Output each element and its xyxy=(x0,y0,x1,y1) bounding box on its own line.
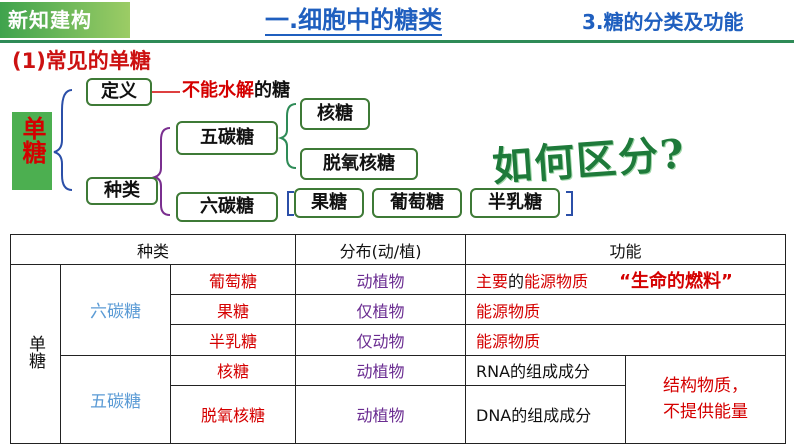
page-title: 一.细胞中的糖类 xyxy=(265,6,443,36)
table-row-name: 葡萄糖 xyxy=(169,264,297,296)
table-row-name: 半乳糖 xyxy=(169,324,297,356)
deoxyribose-box: 脱氧核糖 xyxy=(300,148,418,180)
header-divider xyxy=(0,40,794,43)
definition-red: 不能水解 xyxy=(182,80,254,101)
shared-function-line: 结构物质， xyxy=(663,376,749,397)
table-row-distribution: 动植物 xyxy=(295,354,467,386)
section-tag: 新知建构 xyxy=(0,2,130,38)
table-row-distribution: 仅植物 xyxy=(295,294,467,326)
table-row-name: 脱氧核糖 xyxy=(169,384,297,445)
hexose-cell: 六碳糖 xyxy=(60,264,171,356)
monosaccharide-label: 单糖 xyxy=(12,112,52,190)
kinds-box: 种类 xyxy=(86,177,158,205)
table-row-name: 果糖 xyxy=(169,294,297,326)
fructose-box: 果糖 xyxy=(294,188,364,218)
page-subtitle: 3.糖的分类及功能 xyxy=(582,10,744,34)
definition-box: 定义 xyxy=(86,78,152,106)
table-row-distribution: 动植物 xyxy=(295,264,467,296)
definition-text: 不能水解的糖 xyxy=(182,79,290,103)
function-energy: 能源物质 xyxy=(524,271,589,291)
glucose-box: 葡萄糖 xyxy=(372,188,462,218)
shared-function-line: 不提供能量 xyxy=(663,402,749,423)
group-cell: 单糖 xyxy=(10,264,61,444)
table-row-function: 能源物质 xyxy=(465,294,787,326)
ribose-box: 核糖 xyxy=(300,98,370,130)
table-row-distribution: 仅动物 xyxy=(295,324,467,356)
header-distribution: 分布(动/植) xyxy=(295,233,467,266)
function-main: 主要 xyxy=(476,271,509,291)
header-kind: 种类 xyxy=(9,233,297,266)
table-row-distribution: 动植物 xyxy=(295,384,467,445)
fuel-note: “生命的燃料” xyxy=(619,270,733,292)
function-of: 的 xyxy=(508,271,525,291)
table-row-function: 能源物质 xyxy=(465,324,787,356)
hexose-box: 六碳糖 xyxy=(176,192,278,222)
pentose-cell: 五碳糖 xyxy=(60,354,171,445)
table-row-function: DNA的组成成分 xyxy=(465,384,627,445)
section-heading: (1)常见的单糖 xyxy=(12,49,151,73)
table-row-function: 主要的能源物质 “生命的燃料” xyxy=(465,264,787,296)
definition-black: 的糖 xyxy=(254,80,290,101)
table-row-function: RNA的组成成分 xyxy=(465,354,627,386)
monosaccharide-table: 种类 分布(动/植) 功能 单糖 六碳糖 葡萄糖 动植物 主要的能源物质 “生命… xyxy=(9,233,787,445)
galactose-box: 半乳糖 xyxy=(470,188,560,218)
monosaccharide-label-text: 单糖 xyxy=(18,116,46,164)
header-function: 功能 xyxy=(465,233,787,266)
group-label: 单糖 xyxy=(25,335,45,370)
pentose-shared-function: 结构物质， 不提供能量 xyxy=(625,354,787,445)
table-row-name: 核糖 xyxy=(169,354,297,386)
pentose-box: 五碳糖 xyxy=(176,121,278,155)
